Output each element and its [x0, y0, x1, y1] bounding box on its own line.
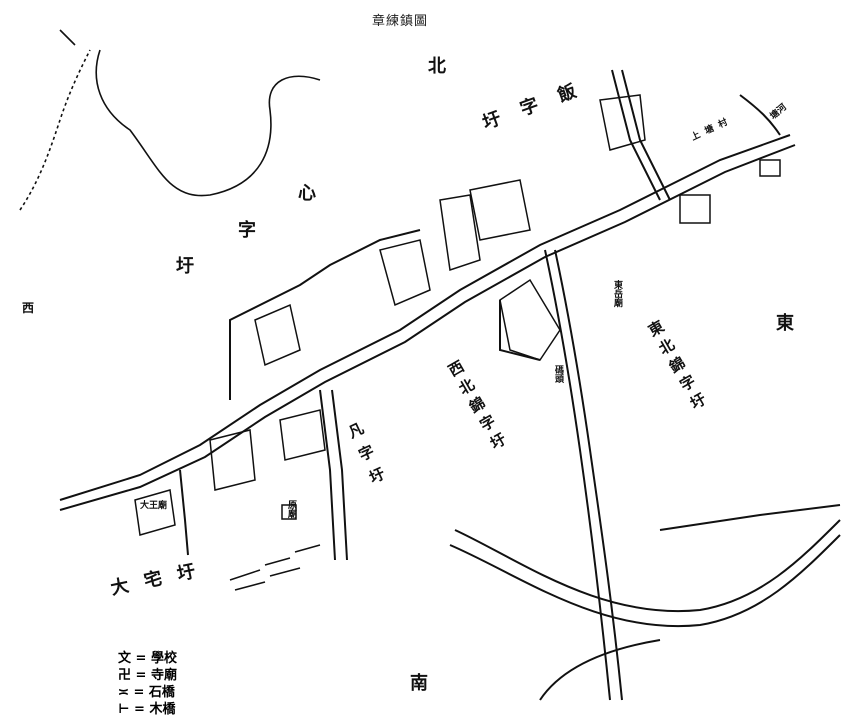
compass-south: 南: [410, 673, 428, 694]
district-xin-1: 心: [298, 183, 316, 204]
place-wharf: 碼頭: [553, 365, 563, 383]
map-title: 章練鎮圖: [372, 14, 429, 29]
district-xin-2: 字: [238, 220, 256, 241]
map-legend: 文 = 學校 卍 = 寺廟 ≍ = 石橋 ⊢ = 木橋: [118, 650, 177, 718]
legend-item-school: 文 = 學校: [118, 651, 177, 666]
district-xin-3: 圩: [176, 256, 194, 277]
shoreline: [19, 29, 321, 211]
legend-item-wood-bridge: ⊢ = 木橋: [118, 702, 176, 717]
place-dongyue: 東岳廟: [612, 280, 622, 307]
place-temple: 原廟: [286, 500, 296, 518]
place-dawang: 大王廟: [140, 501, 168, 511]
compass-north: 北: [428, 56, 446, 77]
blocks: [134, 94, 781, 591]
compass-east: 東: [776, 313, 794, 334]
compass-west: 西: [22, 301, 35, 315]
legend-item-temple: 卍 = 寺廟: [118, 668, 177, 683]
waterways: [59, 69, 841, 701]
legend-item-stone-bridge: ≍ = 石橋: [118, 685, 175, 700]
